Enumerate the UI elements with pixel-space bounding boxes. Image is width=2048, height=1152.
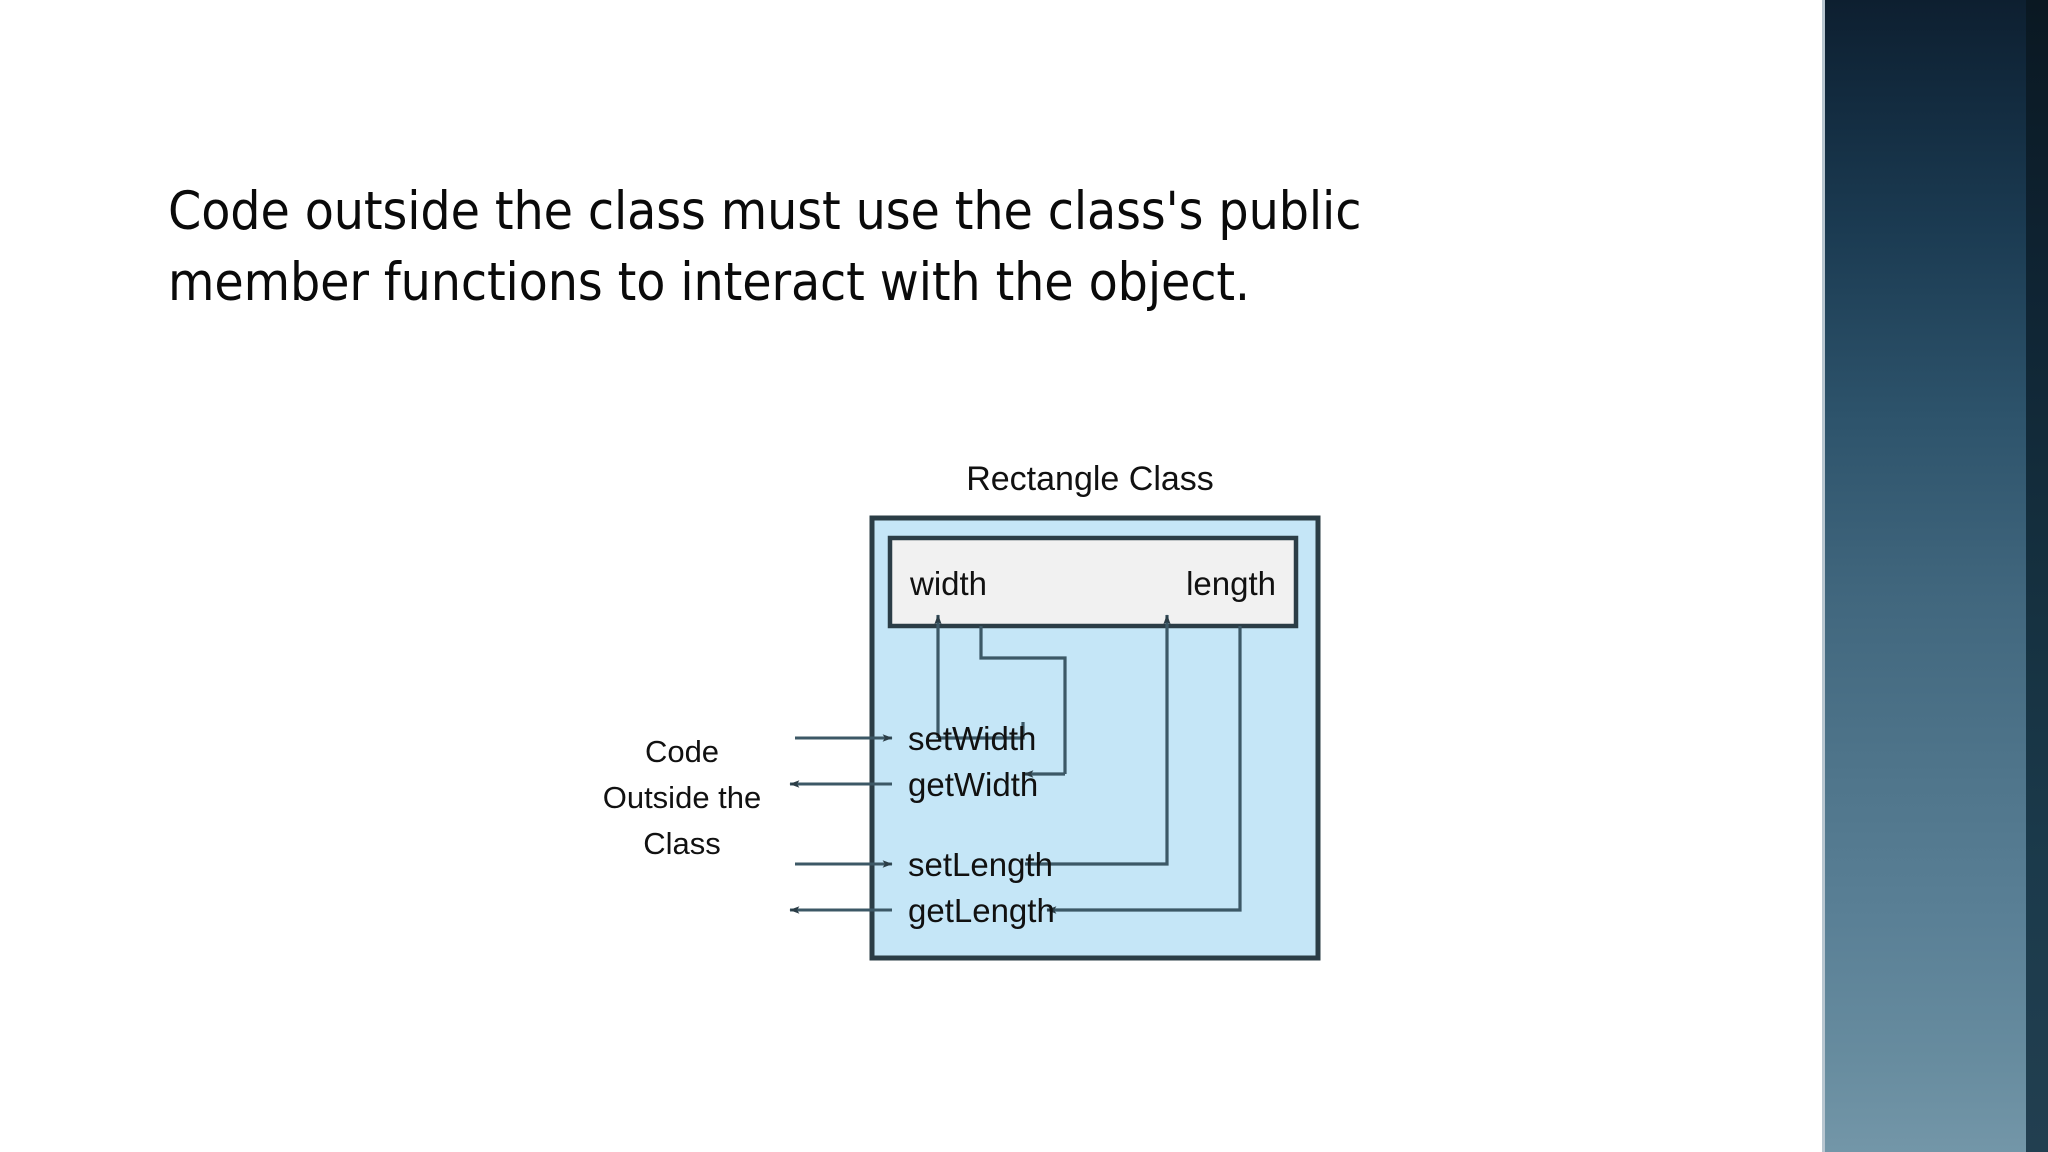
data-members-box (887, 535, 1299, 629)
outside-class-label-line-3: Class (643, 826, 721, 861)
member-function-setwidth: setWidth (908, 720, 1036, 757)
outside-class-label-line-1: Code (645, 734, 719, 769)
connector-lines (934, 614, 1242, 914)
data-member-width: width (909, 565, 987, 602)
slide-body-text: Code outside the class must use the clas… (168, 181, 1362, 314)
member-function-getlength: getLength (908, 892, 1055, 929)
outside-class-arrows (789, 734, 893, 914)
sidebar-dark-edge (2026, 0, 2048, 1152)
diagram-title: Rectangle Class (966, 460, 1214, 498)
outside-class-label-line-2: Outside the (603, 780, 762, 815)
connector-setwidth-elbow (938, 722, 1025, 740)
data-member-length: length (1186, 565, 1276, 602)
sidebar-gradient-band (1825, 0, 2048, 1152)
connector-setlength-to-length (1025, 614, 1171, 866)
connector-width-to-getwidth-path (979, 626, 1067, 774)
member-function-getwidth: getWidth (908, 766, 1038, 803)
member-function-setlength: setLength (908, 846, 1053, 883)
rectangle-class-diagram: Rectangle Class width length (600, 440, 1360, 980)
connector-length-to-getlength (1046, 626, 1242, 914)
sidebar-hairline (1822, 0, 1825, 1152)
